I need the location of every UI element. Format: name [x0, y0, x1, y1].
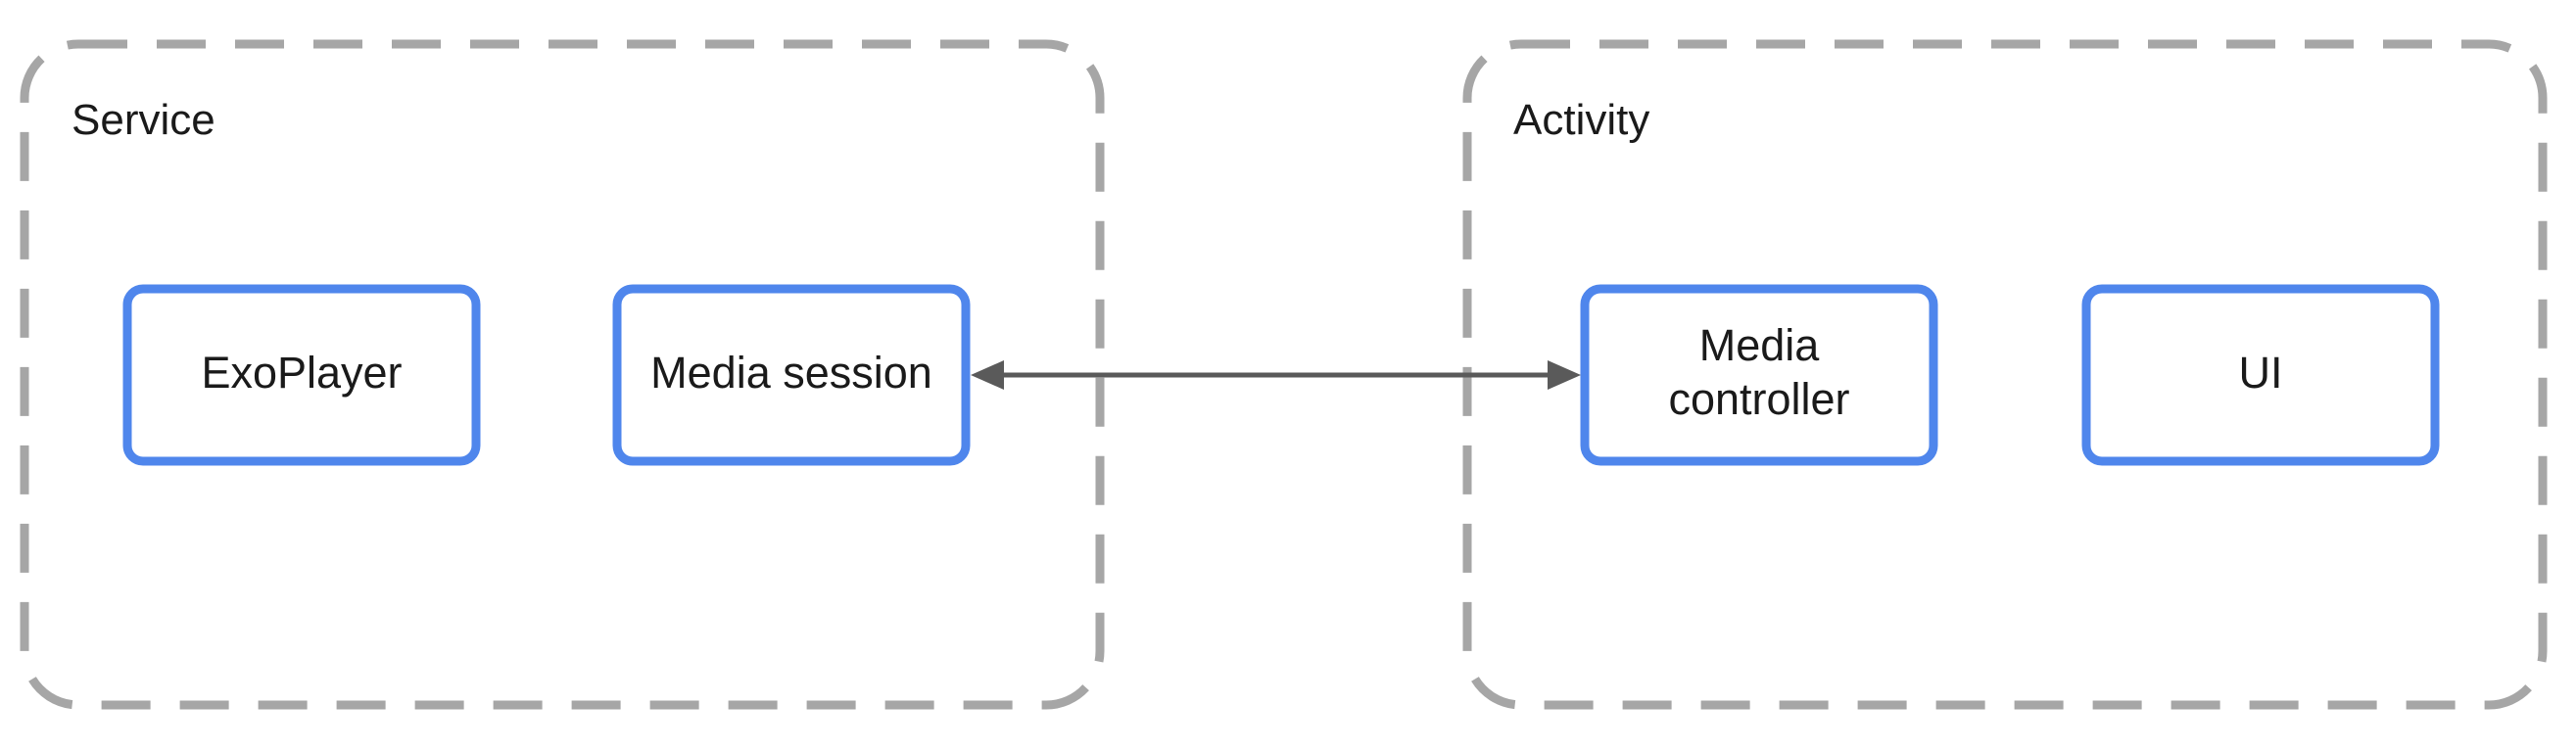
media-session-label: Media session [650, 348, 932, 398]
service-group-frame [20, 39, 1105, 710]
exoplayer-box-frame [122, 284, 481, 466]
arrow-head-left [971, 360, 1004, 390]
ui-label: UI [2239, 348, 2283, 398]
service-group-title: Service [72, 96, 215, 144]
activity-group: Activity Media controller UI [1462, 39, 2548, 710]
session-controller-connector [971, 360, 1581, 390]
media-controller-box-frame [1580, 284, 1938, 466]
activity-group-title: Activity [1513, 96, 1649, 144]
media-session-box-frame [612, 284, 971, 466]
exoplayer-label: ExoPlayer [201, 348, 402, 398]
media-controller-label-line-2: controller [1668, 374, 1849, 424]
service-group: Service ExoPlayer Media session [20, 39, 1105, 710]
arrow-head-right [1548, 360, 1581, 390]
media-session-box: Media session [612, 284, 971, 466]
media-controller-label-line-1: Media [1699, 320, 1821, 370]
media-controller-box: Media controller [1580, 284, 1938, 466]
ui-box: UI [2081, 284, 2440, 466]
ui-box-frame [2081, 284, 2440, 466]
exoplayer-box: ExoPlayer [122, 284, 481, 466]
